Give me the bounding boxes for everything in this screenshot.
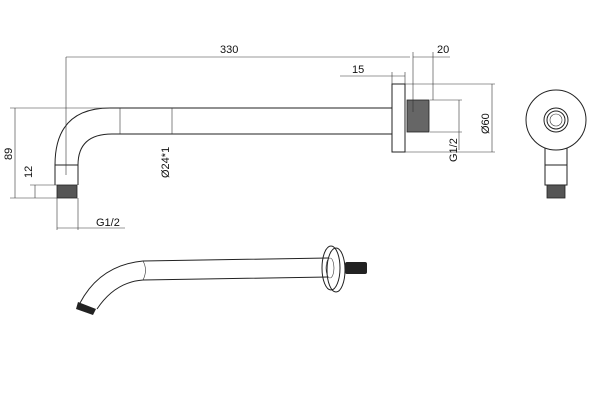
dim-wall-thread: G1/2	[448, 138, 460, 162]
dim-length: 330	[220, 44, 238, 56]
dimension-labels: 330 20 15 G1/2 89 12 Ø24*1 G1/2 Ø60	[3, 44, 492, 229]
wall-thread	[406, 99, 430, 133]
dim-outlet-thread-length: 12	[23, 166, 35, 178]
perspective-view	[76, 245, 367, 315]
dim-flange-diameter: Ø60	[480, 113, 492, 134]
dim-flange-depth: 15	[352, 64, 364, 76]
dim-outlet-thread: G1/2	[96, 217, 120, 229]
dimension-lines	[10, 52, 495, 230]
side-view	[54, 83, 430, 199]
wall-flange	[391, 83, 406, 153]
dim-drop-height: 89	[3, 148, 15, 160]
dim-pipe-diameter: Ø24*1	[160, 147, 172, 178]
end-view	[525, 89, 587, 199]
dim-thread-length: 20	[437, 44, 449, 56]
outlet-thread	[56, 184, 78, 199]
